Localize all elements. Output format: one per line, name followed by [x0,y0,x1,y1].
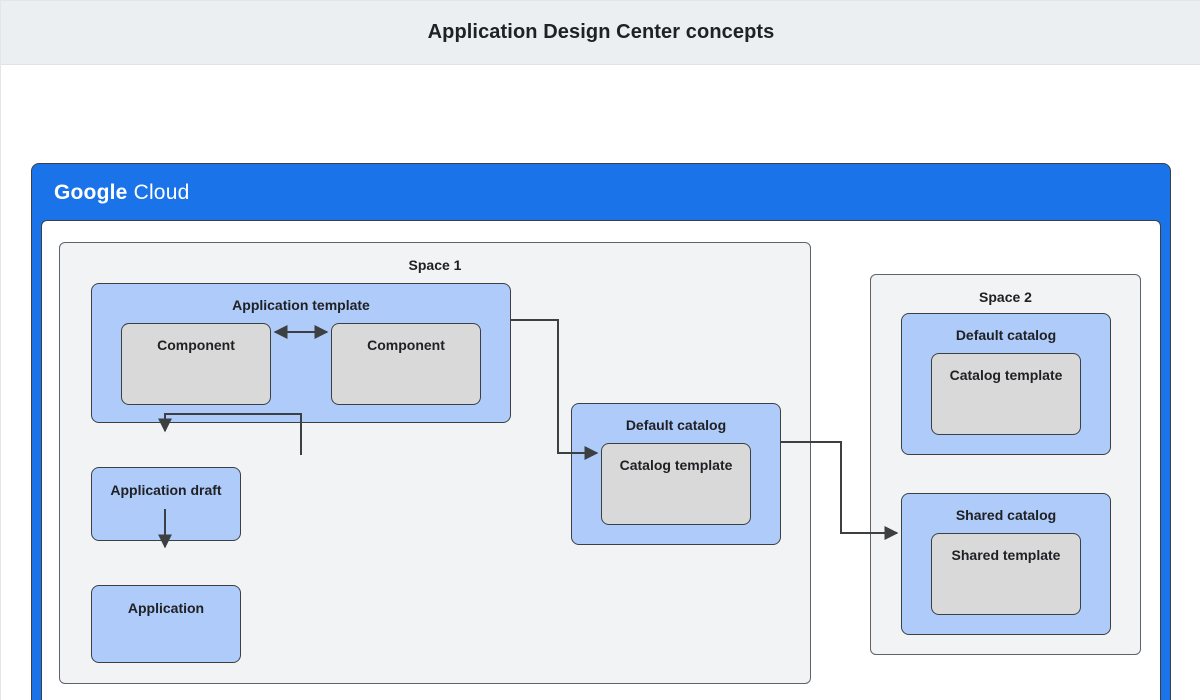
default-catalog-2-label: Default catalog [955,327,1057,343]
catalog-template-2-label: Catalog template [949,367,1063,383]
application-box[interactable]: Application [91,585,241,663]
application-draft-box[interactable]: Application draft [91,467,241,541]
diagram-canvas: Google Cloud Space 1 Space 2 Application… [1,65,1200,700]
shared-catalog-label: Shared catalog [955,507,1057,523]
space-1-label: Space 1 [408,257,462,273]
component-2-label: Component [367,337,445,353]
cloud-wordmark: Cloud [133,181,190,204]
application-label: Application [127,600,205,616]
application-draft-label: Application draft [110,482,222,498]
catalog-template-1-label: Catalog template [619,457,733,473]
title-bar: Application Design Center concepts [1,1,1200,65]
component-box-2[interactable]: Component [331,323,481,405]
component-1-label: Component [157,337,235,353]
shared-template-label: Shared template [951,547,1061,563]
catalog-template-box-space-1[interactable]: Catalog template [601,443,751,525]
page-title: Application Design Center concepts [427,21,775,43]
catalog-template-box-space-2[interactable]: Catalog template [931,353,1081,435]
default-catalog-1-label: Default catalog [625,417,727,433]
shared-template-box[interactable]: Shared template [931,533,1081,615]
component-box-1[interactable]: Component [121,323,271,405]
google-cloud-logo: Google Cloud [54,181,189,205]
space-2-label: Space 2 [979,289,1032,305]
application-template-label: Application template [232,297,370,313]
google-wordmark: Google [54,181,128,204]
